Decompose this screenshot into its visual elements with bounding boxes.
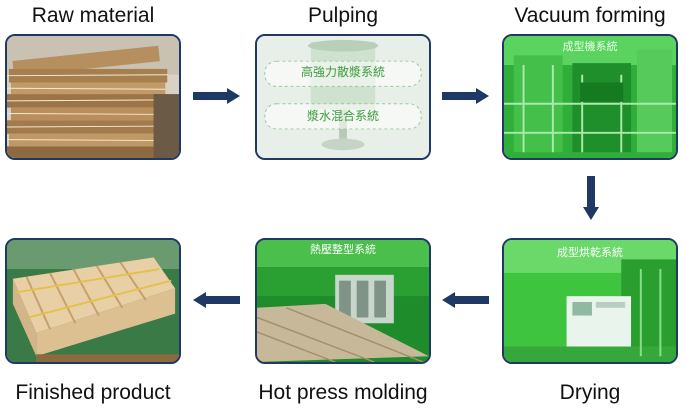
step-label-drying: Drying [559,381,621,404]
step-label-pulping: Pulping [307,4,379,27]
arrow-right-2 [442,88,489,104]
hot-press-molding-photo [255,238,431,364]
arrow-down [583,176,599,220]
drying-overlay-text: 成型烘乾系統 [557,247,623,259]
pulping-overlay-text-2: 漿水混合系統 [306,109,379,123]
step-label-hot-press-molding: Hot press molding [258,381,428,404]
step-label-raw-material: Raw material [31,4,155,27]
pulping-overlay-text-1: 高強力散漿系統 [300,65,385,79]
step-label-vacuum-forming: Vacuum forming [514,4,666,27]
vacuum-forming-photo [502,34,678,160]
vacuum-forming-overlay-text: 成型機系統 [562,41,618,53]
arrow-right-1 [193,88,240,104]
step-label-finished-product: Finished product [15,381,171,404]
drying-photo [502,238,678,364]
raw-material-photo [5,34,181,160]
pulping-photo [255,34,431,160]
arrow-left-2 [193,292,240,308]
finished-product-photo [5,238,181,364]
arrow-left-1 [442,292,489,308]
hot-press-molding-overlay-text: 熱壓整型系統 [310,244,376,256]
